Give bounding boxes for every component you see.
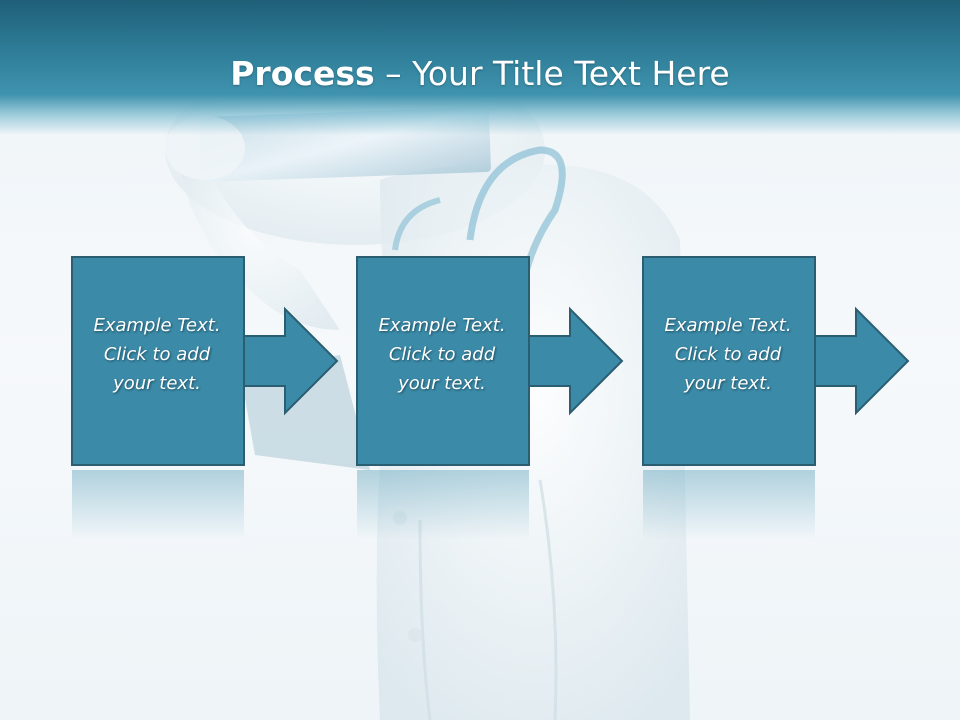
header-bar (0, 0, 960, 135)
step-2-line-3: your text. (398, 373, 486, 394)
process-step-2[interactable] (356, 256, 624, 540)
step-1-box (71, 256, 245, 466)
step-1-line-2: Click to add (103, 344, 211, 365)
title-rest: Your Title Text Here (412, 54, 730, 93)
step-2-arrow (528, 306, 624, 416)
process-step-3[interactable] (642, 256, 910, 540)
step-2-line-1: Example Text. (378, 315, 506, 336)
step-1-line-3: your text. (113, 373, 201, 394)
step-3-line-1: Example Text. (664, 315, 792, 336)
step-3-reflection (643, 470, 815, 540)
step-2-box (356, 256, 530, 466)
step-3-arrow (814, 306, 910, 416)
step-1-line-1: Example Text. (93, 315, 221, 336)
step-1-text[interactable]: Example Text. Click to add your text. (72, 311, 242, 398)
step-1-reflection (72, 470, 244, 540)
title-separator: – (374, 54, 413, 93)
step-3-box (642, 256, 816, 466)
step-3-text[interactable]: Example Text. Click to add your text. (643, 311, 813, 398)
step-3-line-2: Click to add (674, 344, 782, 365)
step-2-line-2: Click to add (388, 344, 496, 365)
step-3-line-3: your text. (684, 373, 772, 394)
step-1-arrow (243, 306, 339, 416)
slide-title[interactable]: Process – Your Title Text Here (0, 52, 960, 96)
step-2-text[interactable]: Example Text. Click to add your text. (357, 311, 527, 398)
step-2-reflection (357, 470, 529, 540)
process-step-1[interactable] (71, 256, 339, 540)
title-strong: Process (230, 54, 375, 93)
